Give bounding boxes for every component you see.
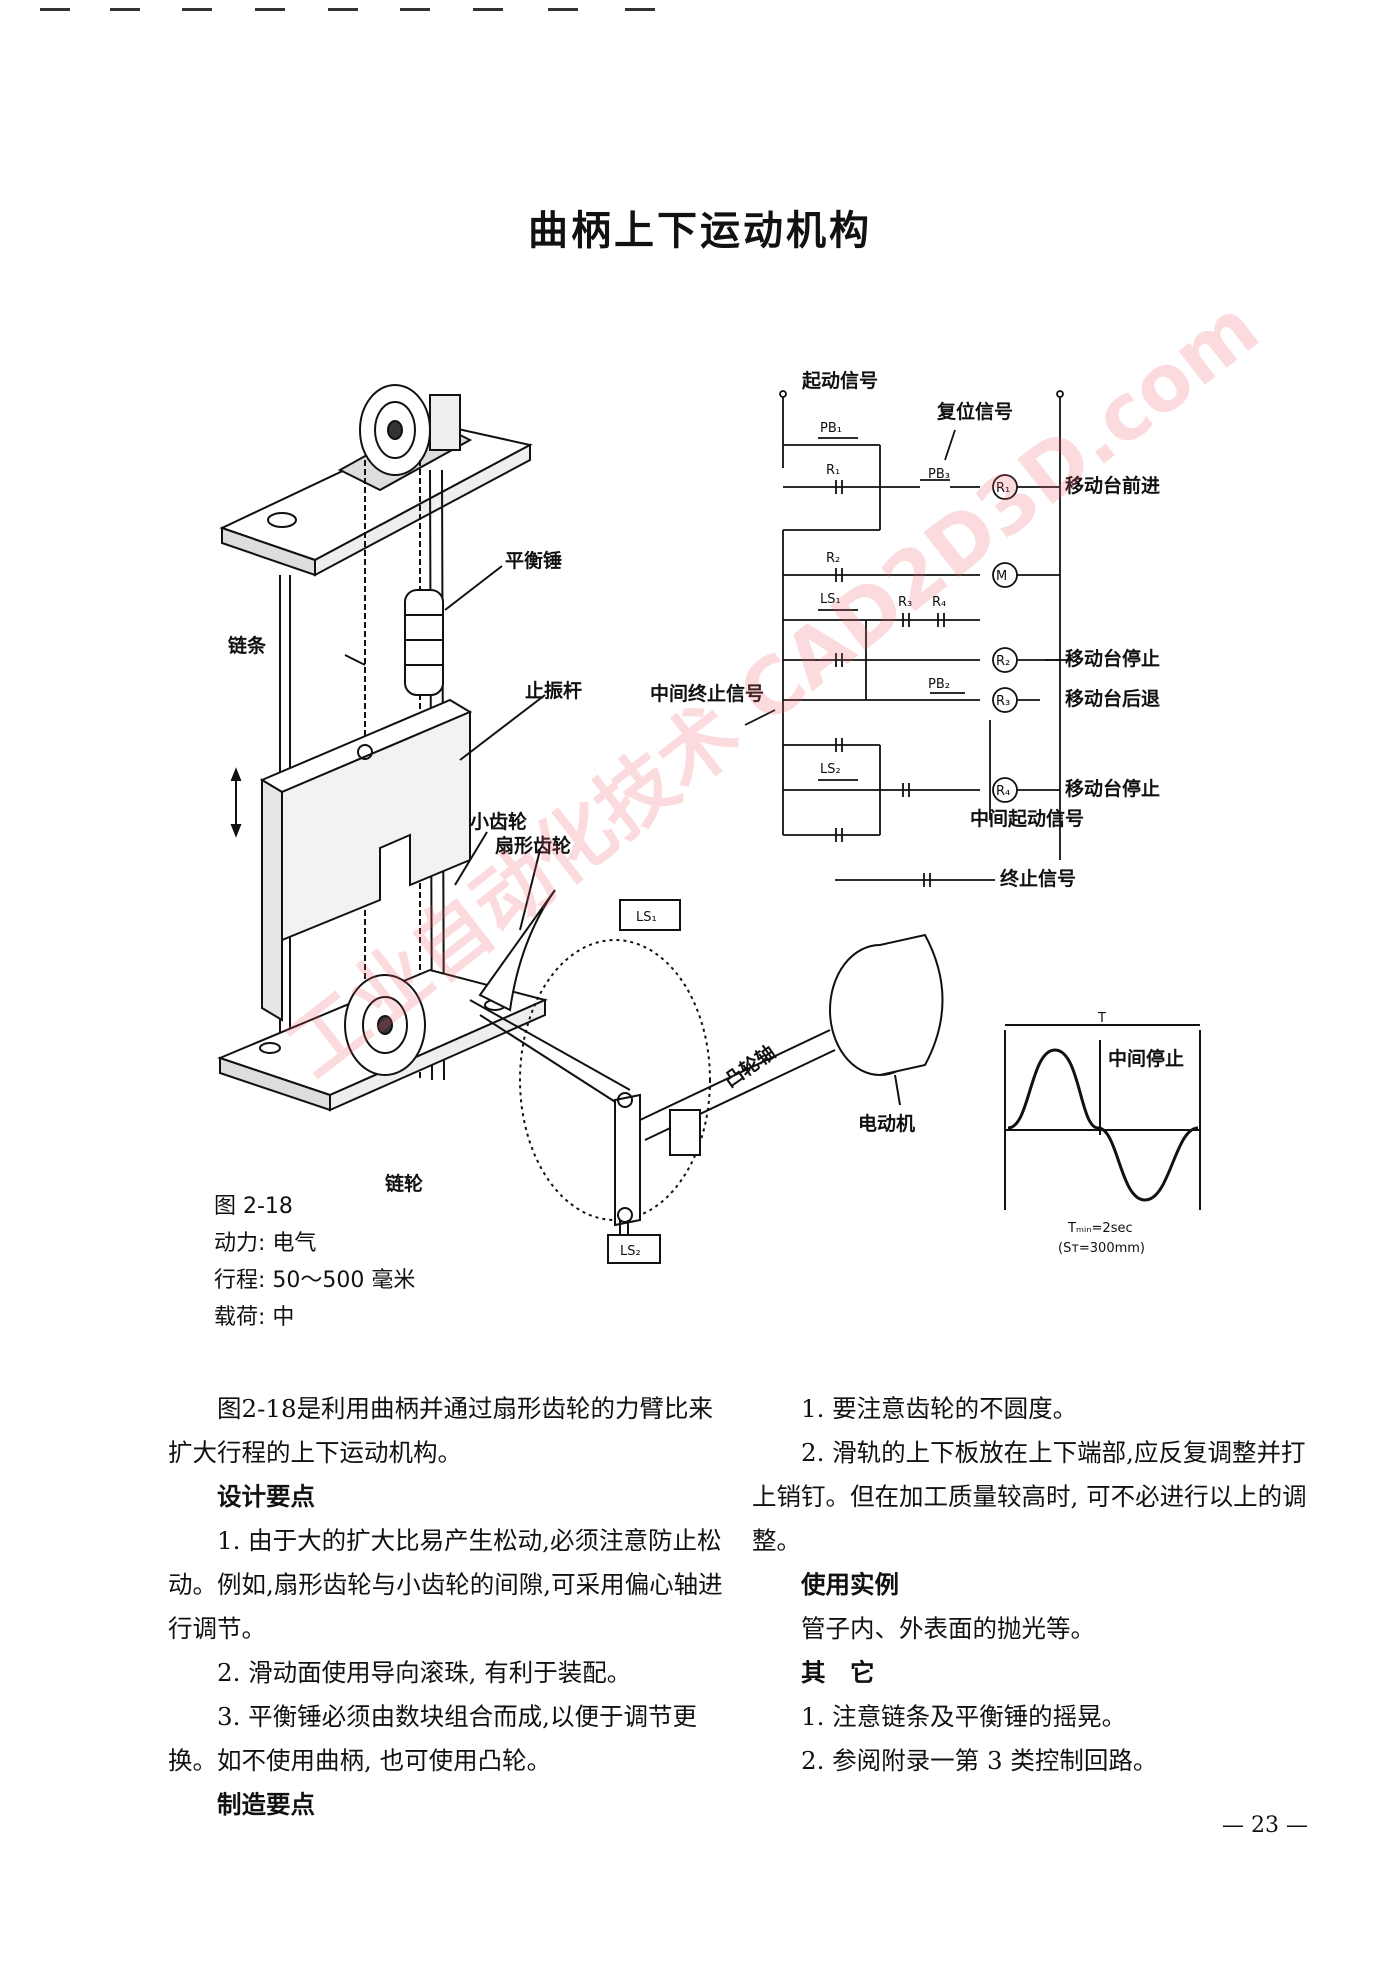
circuit-reset-signal: 复位信号 <box>936 400 1013 423</box>
body-left-column: 图2-18是利用曲柄并通过扇形齿轮的力臂比来扩大行程的上下运动机构。 设计要点 … <box>168 1387 728 1827</box>
page-title: 曲柄上下运动机构 <box>528 208 872 254</box>
header-dash <box>182 8 212 11</box>
label-cam-shaft: 凸轮轴 <box>720 1041 780 1093</box>
header-dash <box>40 8 70 11</box>
label-sprocket: 链轮 <box>385 1172 423 1195</box>
circuit-table-forward: 移动台前进 <box>1065 474 1160 497</box>
header-dash <box>255 8 285 11</box>
circuit-pb2: PB₂ <box>928 677 950 692</box>
waveform-tmin: Tₘᵢₙ=2sec <box>1067 1221 1133 1236</box>
figure-stroke: 行程: 50～500 毫米 <box>214 1268 416 1293</box>
circuit-r4-coil: R₄ <box>996 784 1010 799</box>
circuit-start-signal: 起动信号 <box>801 369 878 392</box>
figure-load: 载荷: 中 <box>214 1305 295 1330</box>
circuit-mid-stop-signal: 中间终止信号 <box>650 682 764 705</box>
header-dash <box>473 8 503 11</box>
intro-paragraph: 图2-18是利用曲柄并通过扇形齿轮的力臂比来扩大行程的上下运动机构。 <box>168 1394 714 1467</box>
design-point-3: 3. 平衡锤必须由数块组合而成,以便于调节更换。如不使用曲柄, 也可使用凸轮。 <box>168 1702 697 1775</box>
mfg-point-2: 2. 滑轨的上下板放在上下端部,应反复调整并打上销钉。但在加工质量较高时, 可不… <box>752 1438 1307 1555</box>
label-balance-weight: 平衡锤 <box>505 549 562 572</box>
page-number: — 23 — <box>1222 1813 1308 1838</box>
waveform-t-label: T <box>1097 1011 1106 1026</box>
label-ls2: LS₂ <box>620 1244 641 1259</box>
circuit-r1-coil: R₁ <box>996 481 1010 496</box>
label-ls1: LS₁ <box>636 910 657 925</box>
use-heading: 使用实例 <box>801 1570 899 1599</box>
figure-power: 动力: 电气 <box>214 1231 317 1256</box>
circuit-table-stop-2: 移动台停止 <box>1065 777 1160 800</box>
design-heading: 设计要点 <box>217 1482 315 1511</box>
figure-number: 图 2-18 <box>214 1194 293 1219</box>
label-motor: 电动机 <box>858 1112 915 1135</box>
circuit-r2-contact: R₂ <box>826 551 840 566</box>
circuit-r3-contact: R₃ <box>898 595 912 610</box>
circuit-pb1: PB₁ <box>820 421 842 436</box>
circuit-mid-start-signal: 中间起动信号 <box>970 807 1084 830</box>
other-heading: 其 它 <box>801 1658 875 1687</box>
circuit-ls1: LS₁ <box>820 592 841 607</box>
waveform-mid-stop: 中间停止 <box>1108 1047 1184 1070</box>
circuit-m-coil: M <box>996 569 1007 584</box>
header-dash <box>328 8 358 11</box>
waveform-st: (Sᴛ=300mm) <box>1058 1241 1145 1256</box>
circuit-table-back: 移动台后退 <box>1065 687 1160 710</box>
circuit-table-stop-1: 移动台停止 <box>1065 647 1160 670</box>
manufacturing-heading: 制造要点 <box>217 1790 315 1819</box>
label-anti-vibration-rod: 止振杆 <box>525 679 582 702</box>
header-dash <box>625 8 655 11</box>
circuit-r1-contact: R₁ <box>826 463 840 478</box>
header-dash <box>110 8 140 11</box>
header-dash <box>400 8 430 11</box>
label-sector-gear: 扇形齿轮 <box>495 834 571 857</box>
body-right-column: 1. 要注意齿轮的不圆度。 2. 滑轨的上下板放在上下端部,应反复调整并打上销钉… <box>752 1387 1310 1783</box>
other-point-1: 1. 注意链条及平衡锤的摇晃。 <box>801 1702 1127 1731</box>
circuit-r2-coil: R₂ <box>996 654 1010 669</box>
header-dash <box>548 8 578 11</box>
label-chain: 链条 <box>228 634 267 657</box>
mfg-point-1: 1. 要注意齿轮的不圆度。 <box>801 1394 1078 1423</box>
label-small-gear: 小齿轮 <box>470 810 527 833</box>
circuit-pb3: PB₃ <box>928 467 950 482</box>
circuit-r4-contact: R₄ <box>932 595 946 610</box>
design-point-2: 2. 滑动面使用导向滚珠, 有利于装配。 <box>217 1658 632 1687</box>
circuit-r3-coil: R₃ <box>996 694 1010 709</box>
circuit-end-signal: 终止信号 <box>1000 867 1076 890</box>
design-point-1: 1. 由于大的扩大比易产生松动,必须注意防止松动。例如,扇形齿轮与小齿轮的间隙,… <box>168 1526 723 1643</box>
other-point-2: 2. 参阅附录一第 3 类控制回路。 <box>801 1746 1158 1775</box>
mechanism-figure: 平衡锤 链条 止振杆 小齿轮 扇形齿轮 链轮 凸轮轴 电动机 LS₁ LS₂ 起… <box>217 369 1201 1264</box>
use-text: 管子内、外表面的抛光等。 <box>801 1614 1095 1643</box>
circuit-ls2: LS₂ <box>820 762 841 777</box>
